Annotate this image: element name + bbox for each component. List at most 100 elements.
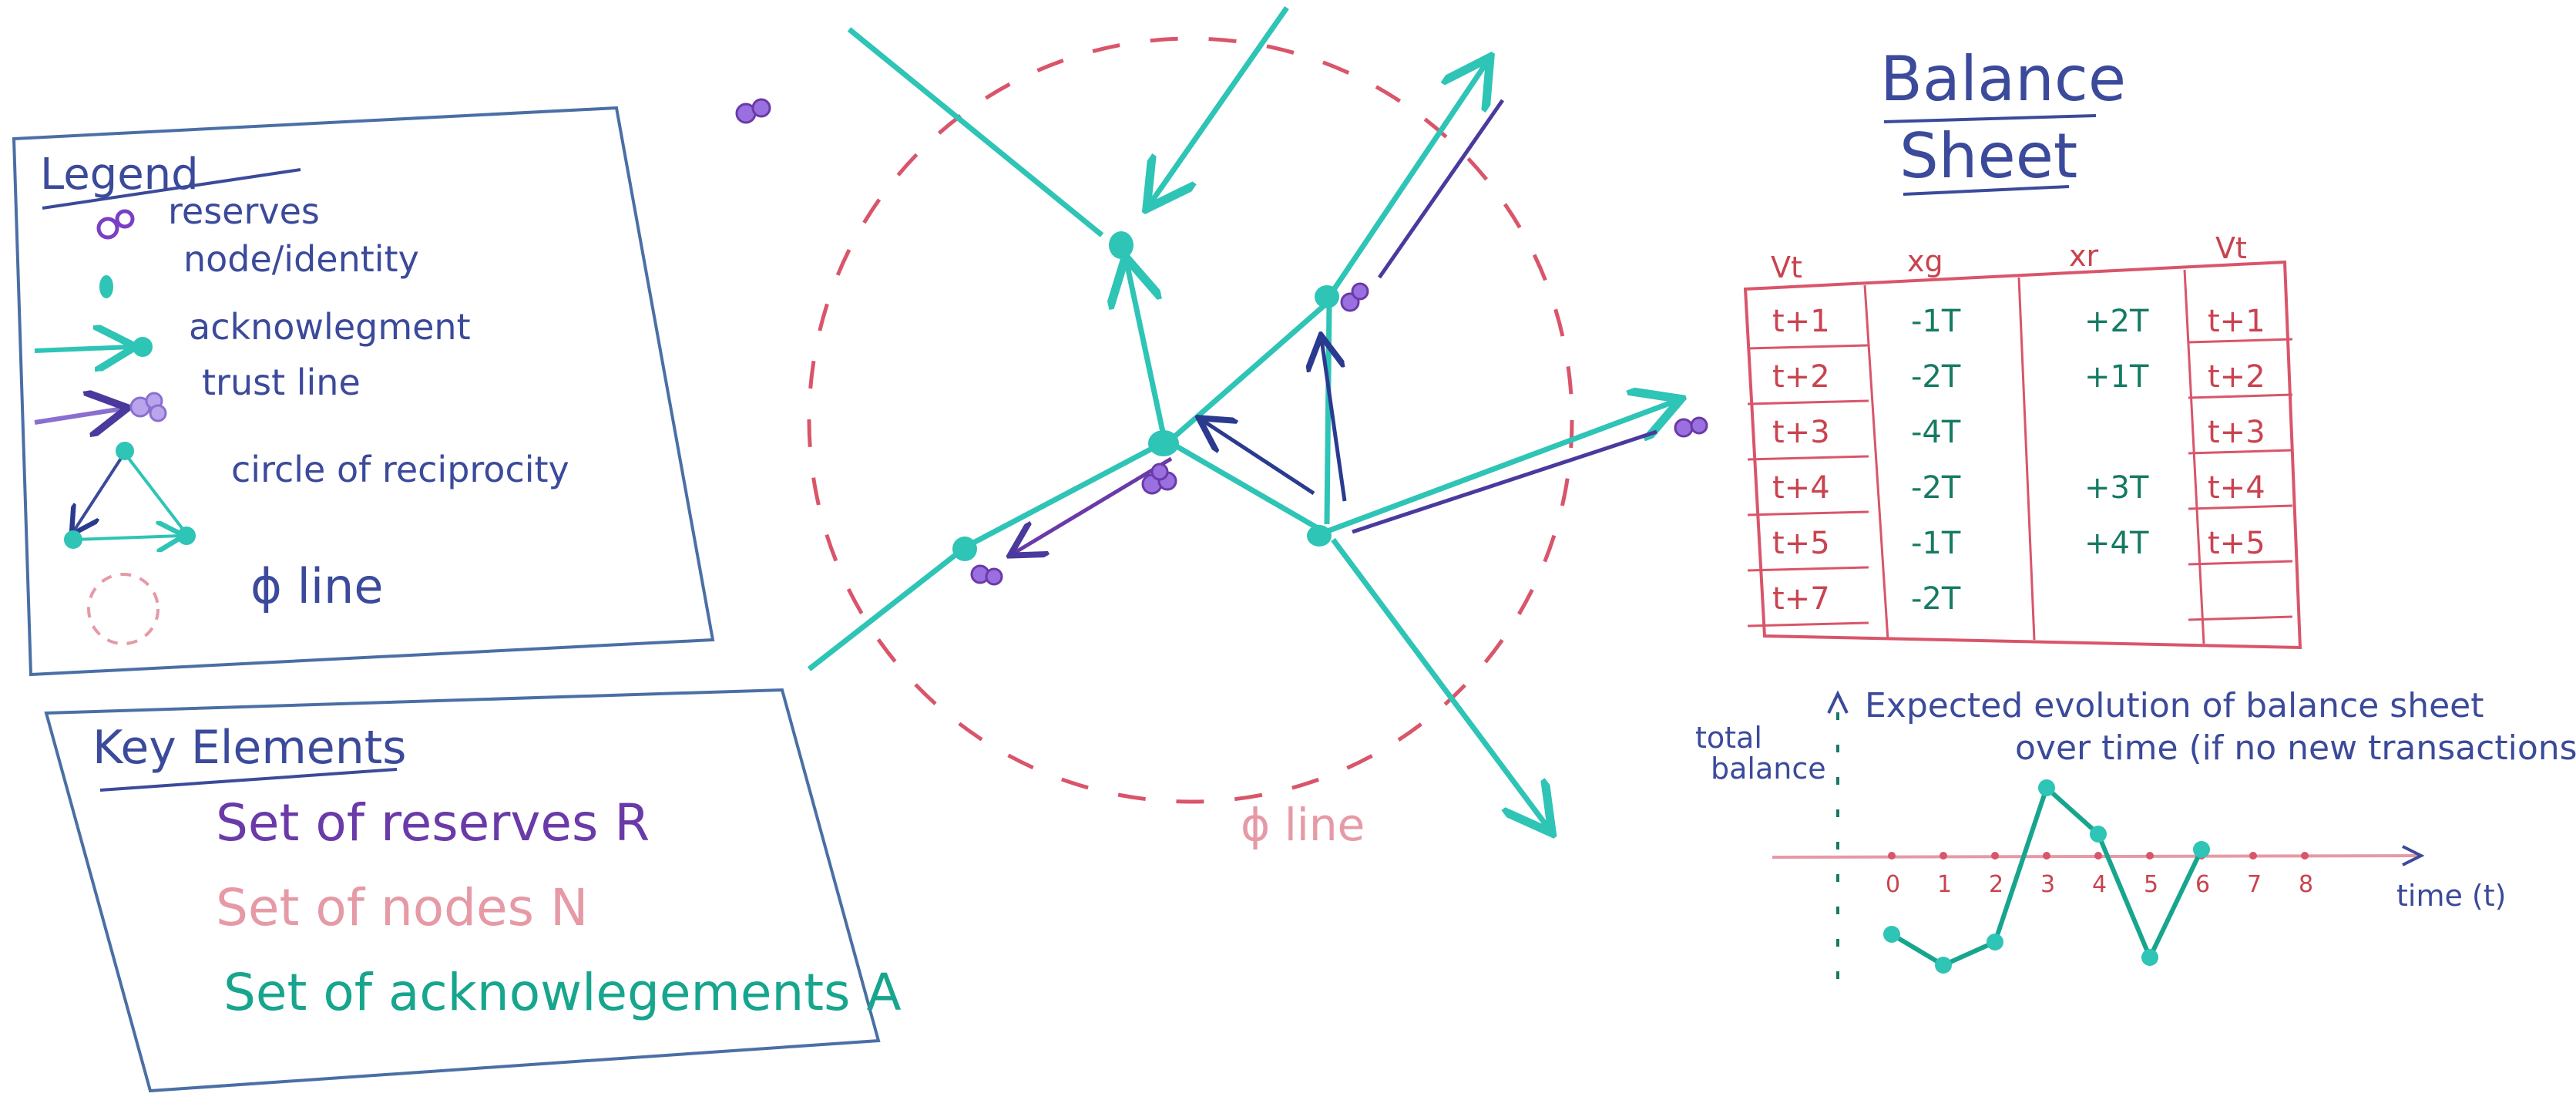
reserve-left bbox=[970, 564, 1003, 586]
chart-x-tick bbox=[2146, 852, 2154, 860]
ack-edge-center-to-lower-right bbox=[1170, 440, 1319, 531]
network-nodes bbox=[952, 231, 1339, 561]
chart-x-tick bbox=[2249, 852, 2257, 860]
chart-y-axis-arrowhead bbox=[1827, 690, 1849, 714]
chart-point bbox=[2038, 779, 2055, 796]
chart-x-tick-label: 6 bbox=[2195, 871, 2210, 898]
key-acknowledgements: Set of acknowlegements A bbox=[223, 963, 902, 1022]
balance-cell-left: t+3 bbox=[1772, 415, 1830, 450]
ack-edge-center-to-upper-right bbox=[1169, 302, 1328, 442]
legend-panel: Legend reserves node/identity acknowlegm… bbox=[12, 106, 715, 677]
network-diagram: ϕ line bbox=[735, 5, 1708, 851]
key-reserves: Set of reserves R bbox=[216, 793, 650, 853]
chart-ylabel-line1: total bbox=[1695, 721, 1762, 755]
balance-table-col-1 bbox=[1863, 284, 1889, 641]
balance-cell-xr: +4T bbox=[2084, 526, 2149, 561]
acknowledgement-arrow-icon bbox=[34, 337, 153, 357]
balance-col-header-xr: xr bbox=[2069, 239, 2098, 273]
trust-edge-center-to-left bbox=[1013, 456, 1173, 553]
balance-cell-xg: -2T bbox=[1911, 359, 1961, 395]
node-left bbox=[952, 537, 977, 561]
balance-cell-right: t+4 bbox=[2208, 470, 2265, 506]
reserve-upper-right bbox=[1340, 282, 1369, 312]
chart-title-line2: over time (if no new transactions) bbox=[2015, 728, 2576, 768]
trust-line-arrow-icon bbox=[34, 393, 167, 422]
node-icon bbox=[99, 275, 113, 298]
balance-sheet-title-line2: Sheet bbox=[1899, 120, 2077, 192]
balance-table-border bbox=[1743, 260, 2302, 650]
chart-title-line1: Expected evolution of balance sheet bbox=[1865, 686, 2484, 725]
balance-underline-1 bbox=[1883, 114, 2097, 123]
chart-x-tick-label: 0 bbox=[1886, 871, 1900, 898]
chart-x-tick bbox=[2301, 852, 2309, 860]
ack-edge-vertical bbox=[1324, 304, 1332, 525]
balance-col-header-left: Vt bbox=[1771, 251, 1802, 284]
chart-x-tick bbox=[2094, 852, 2102, 860]
balance-cell-left: t+4 bbox=[1772, 470, 1830, 506]
reserve-stray bbox=[735, 98, 771, 124]
chart-x-tick-label: 2 bbox=[1989, 871, 2003, 898]
balance-row-rule-left bbox=[1747, 621, 1869, 627]
balance-cell-xg: -2T bbox=[1911, 581, 1961, 617]
chart-x-tick-label: 5 bbox=[2144, 871, 2158, 898]
reserve-center bbox=[1141, 463, 1177, 495]
chart-x-tick-label: 4 bbox=[2092, 871, 2107, 898]
trust-edge-right bbox=[1352, 429, 1657, 534]
phi-circle-icon bbox=[87, 573, 160, 645]
balance-sheet-title-line1: Balance bbox=[1880, 43, 2126, 115]
balance-row-rule-right bbox=[2188, 393, 2293, 399]
balance-cell-xg: -2T bbox=[1911, 470, 1961, 506]
balance-chart: Expected evolution of balance sheet over… bbox=[1695, 686, 2576, 979]
legend-label-reserves: reserves bbox=[168, 190, 320, 232]
trust-edge-vertical bbox=[1322, 339, 1347, 502]
balance-cell-right: t+3 bbox=[2208, 415, 2265, 450]
balance-row-rule-right bbox=[2188, 449, 2293, 455]
legend-label-acknowledgement: acknowlegment bbox=[189, 306, 471, 348]
chart-series bbox=[1883, 779, 2210, 974]
ack-edge-center-to-top bbox=[1127, 262, 1167, 436]
legend-border bbox=[12, 106, 715, 677]
legend-label-reciprocity: circle of reciprocity bbox=[231, 449, 569, 490]
chart-ylabel-line2: balance bbox=[1711, 752, 1826, 786]
node-center bbox=[1148, 430, 1179, 456]
chart-point bbox=[1987, 934, 2003, 950]
balance-row-rule-left bbox=[1747, 566, 1869, 572]
key-elements-underline bbox=[99, 768, 398, 792]
balance-cell-left: t+2 bbox=[1772, 359, 1830, 395]
key-elements-panel: Key Elements Set of reserves R Set of no… bbox=[44, 688, 902, 1093]
ack-edge-right-out bbox=[1324, 401, 1676, 535]
ack-edge-lower-right-out bbox=[1331, 537, 1549, 829]
balance-cell-left: t+1 bbox=[1772, 304, 1830, 339]
balance-cell-xr: +1T bbox=[2084, 359, 2149, 395]
balance-cell-right: t+5 bbox=[2208, 526, 2265, 561]
chart-x-tick-label: 7 bbox=[2247, 871, 2262, 898]
chart-point bbox=[2193, 841, 2210, 858]
phi-line-label: ϕ line bbox=[1241, 799, 1365, 851]
chart-point bbox=[2090, 826, 2107, 843]
balance-row-rule-right bbox=[2188, 338, 2293, 344]
legend-label-node: node/identity bbox=[183, 238, 419, 280]
balance-cell-left: t+5 bbox=[1772, 526, 1830, 561]
balance-col-header-right: Vt bbox=[2215, 231, 2247, 265]
balance-row-rule-left bbox=[1747, 510, 1869, 516]
key-elements-border bbox=[44, 688, 881, 1093]
ack-edge-top-in bbox=[1150, 5, 1289, 204]
node-top bbox=[1109, 231, 1134, 259]
balance-row-rule-right bbox=[2188, 504, 2293, 510]
legend-label-trust-line: trust line bbox=[202, 362, 361, 403]
legend-title-underline bbox=[42, 168, 301, 210]
balance-underline-2 bbox=[1903, 185, 2070, 196]
chart-x-axis-arrowhead bbox=[2402, 845, 2425, 866]
chart-xlabel: time (t) bbox=[2396, 879, 2506, 913]
balance-cell-left: t+7 bbox=[1772, 581, 1830, 617]
balance-cell-xg: -4T bbox=[1911, 415, 1961, 450]
balance-cell-right: t+1 bbox=[2208, 304, 2265, 339]
chart-x-tick-label: 8 bbox=[2299, 871, 2313, 898]
legend-title: Legend bbox=[40, 150, 199, 200]
key-elements-title: Key Elements bbox=[92, 721, 407, 775]
balance-cell-xg: -1T bbox=[1911, 526, 1961, 561]
